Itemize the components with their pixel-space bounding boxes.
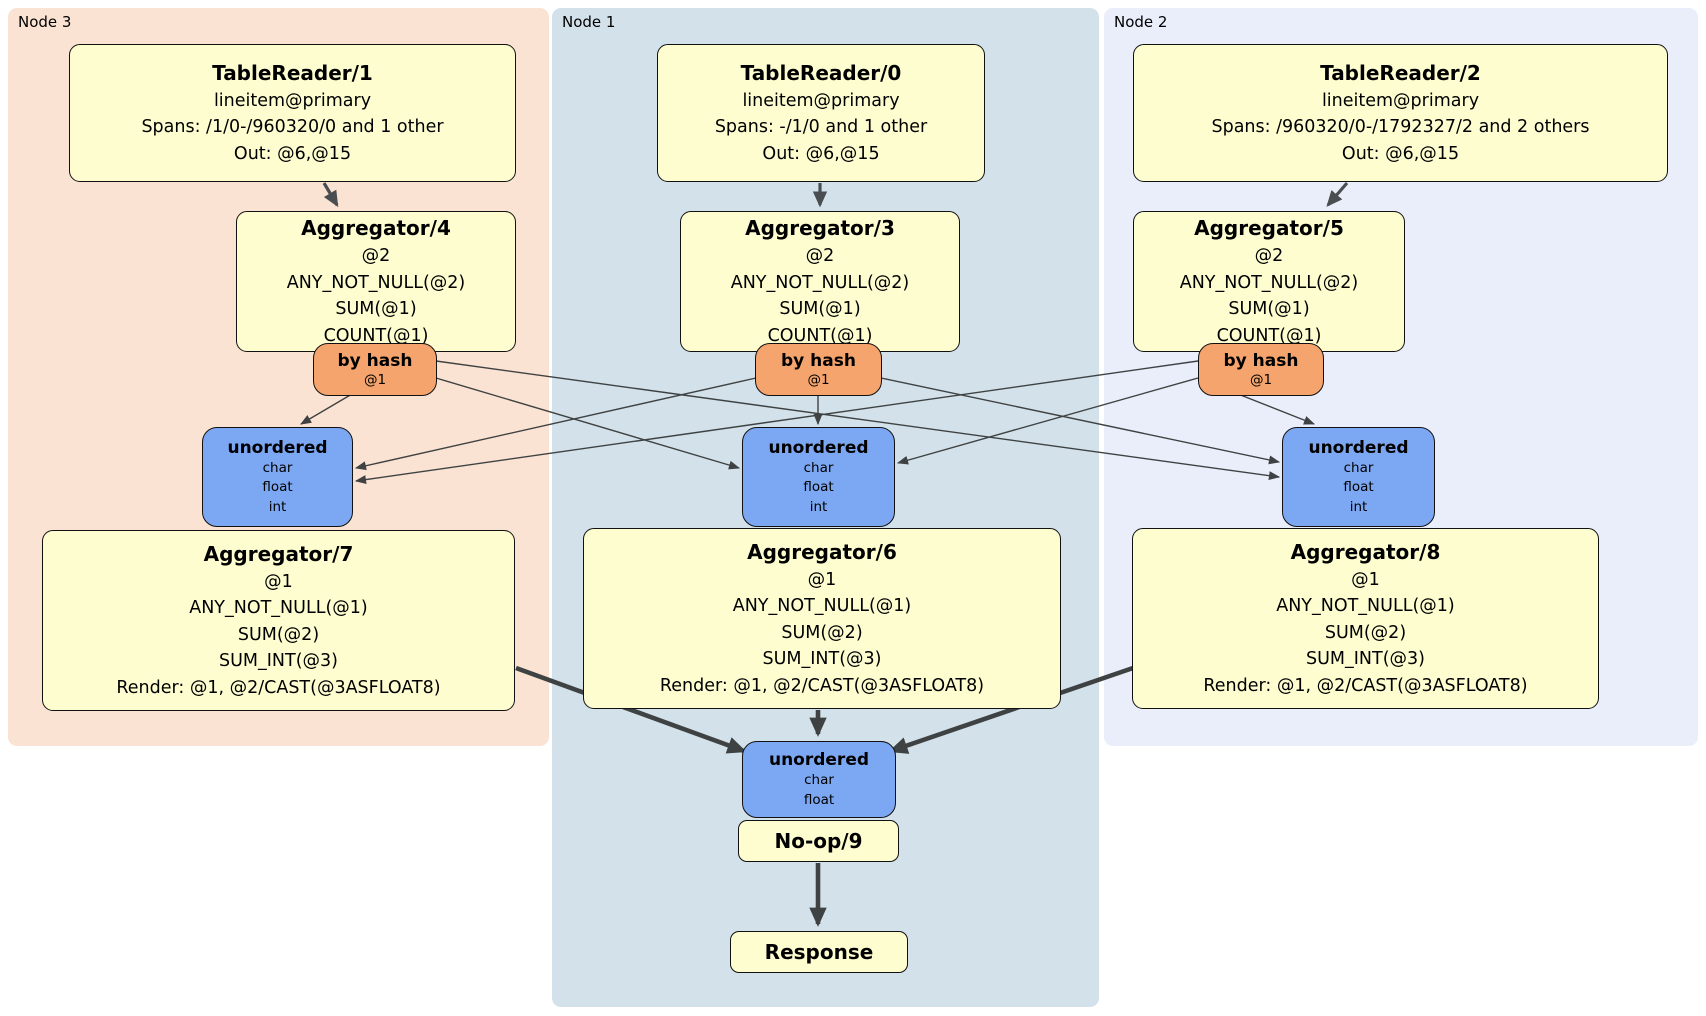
box-line: SUM(@1) [779,299,861,319]
box-title: Response [764,939,874,964]
sync-line: float [803,479,834,496]
box-title: Aggregator/4 [301,216,451,240]
box-line: lineitem@primary [1321,90,1480,111]
box-line: COUNT(@1) [1216,325,1322,346]
box-line: lineitem@primary [742,90,900,111]
hash-router-node1: by hash @1 [755,343,882,396]
box-title: Aggregator/7 [203,541,354,566]
sync-line: int [1349,498,1368,515]
box-title: TableReader/2 [1320,60,1481,85]
table-reader-0-box: TableReader/0 lineitem@primary Spans: -/… [657,44,985,182]
box-title: TableReader/1 [212,60,373,85]
unordered-sync-node2: unordered char float int [1282,427,1435,527]
box-line: @2 [361,246,391,266]
router-title: by hash [1223,350,1299,371]
box-title: Aggregator/8 [1290,539,1441,564]
box-line: Render: @1, @2/CAST(@3ASFLOAT8) [1203,675,1528,696]
box-title: No-op/9 [774,828,863,853]
box-line: SUM(@1) [335,299,417,319]
box-line: @1 [1351,569,1380,590]
noop-9-box: No-op/9 [738,820,899,862]
box-line: Spans: -/1/0 and 1 other [714,117,928,138]
sync-title: unordered [768,750,870,770]
box-line: @1 [264,571,293,592]
box-title: TableReader/0 [740,60,902,85]
box-line: Render: @1, @2/CAST(@3ASFLOAT8) [659,675,985,696]
sync-line: char [804,772,834,788]
box-line: Out: @6,@15 [233,143,352,164]
box-line: SUM_INT(@3) [219,651,338,672]
box-line: Out: @6,@15 [1341,143,1460,164]
box-line: SUM_INT(@3) [1306,649,1425,670]
table-reader-2-box: TableReader/2 lineitem@primary Spans: /9… [1133,44,1668,182]
sync-title: unordered [768,437,869,458]
box-title: Aggregator/5 [1194,216,1344,240]
box-line: Spans: /1/0-/960320/0 and 1 other [141,117,444,138]
sync-line: float [262,479,293,496]
panel-node-1-label: Node 1 [562,13,616,31]
aggregator-3-box: Aggregator/3 @2 ANY_NOT_NULL(@2) SUM(@1)… [680,211,960,352]
router-title: by hash [337,350,413,371]
aggregator-6-box: Aggregator/6 @1 ANY_NOT_NULL(@1) SUM(@2)… [583,528,1061,709]
sync-line: int [809,498,828,515]
final-unordered-sync: unordered char float [742,741,896,818]
unordered-sync-node3: unordered char float int [202,427,353,527]
box-title: Aggregator/6 [747,539,897,564]
box-line: ANY_NOT_NULL(@2) [730,272,910,293]
aggregator-8-box: Aggregator/8 @1 ANY_NOT_NULL(@1) SUM(@2)… [1132,528,1599,709]
box-line: ANY_NOT_NULL(@1) [1276,596,1455,617]
table-reader-1-box: TableReader/1 lineitem@primary Spans: /1… [69,44,516,182]
box-line: SUM(@1) [1228,299,1310,319]
hash-router-node3: by hash @1 [313,343,437,396]
box-line: SUM(@2) [1324,622,1407,643]
router-sub: @1 [807,371,830,388]
box-line: COUNT(@1) [767,325,873,346]
box-line: @2 [805,246,835,266]
sync-line: float [1343,479,1374,496]
box-line: @2 [1254,246,1284,266]
router-sub: @1 [1249,371,1273,388]
router-title: by hash [781,350,856,371]
sync-title: unordered [1308,437,1409,458]
box-line: ANY_NOT_NULL(@1) [189,598,368,619]
box-line: ANY_NOT_NULL(@2) [286,272,466,293]
box-line: Out: @6,@15 [762,143,880,164]
sync-line: char [262,459,293,476]
box-title: Aggregator/3 [745,216,895,240]
box-line: SUM(@2) [237,624,320,645]
box-line: Render: @1, @2/CAST(@3ASFLOAT8) [116,677,441,698]
box-line: SUM_INT(@3) [762,649,882,670]
router-sub: @1 [363,371,387,388]
box-line: lineitem@primary [213,90,372,111]
box-line: SUM(@2) [781,622,863,643]
response-box: Response [730,931,908,973]
aggregator-4-box: Aggregator/4 @2 ANY_NOT_NULL(@2) SUM(@1)… [236,211,516,352]
unordered-sync-node1: unordered char float int [742,427,895,527]
box-line: ANY_NOT_NULL(@2) [1179,272,1359,293]
box-line: Spans: /960320/0-/1792327/2 and 2 others [1211,117,1590,138]
sync-line: int [268,498,287,515]
panel-node-2-label: Node 2 [1114,13,1168,31]
hash-router-node2: by hash @1 [1198,343,1324,396]
box-line: @1 [807,569,837,590]
sync-line: char [1343,459,1374,476]
sync-line: float [803,791,835,808]
sync-title: unordered [227,437,328,458]
box-line: ANY_NOT_NULL(@1) [732,596,912,617]
box-line: COUNT(@1) [323,325,429,346]
aggregator-5-box: Aggregator/5 @2 ANY_NOT_NULL(@2) SUM(@1)… [1133,211,1405,352]
panel-node-3-label: Node 3 [18,13,72,31]
aggregator-7-box: Aggregator/7 @1 ANY_NOT_NULL(@1) SUM(@2)… [42,530,515,711]
sync-line: char [803,459,834,476]
